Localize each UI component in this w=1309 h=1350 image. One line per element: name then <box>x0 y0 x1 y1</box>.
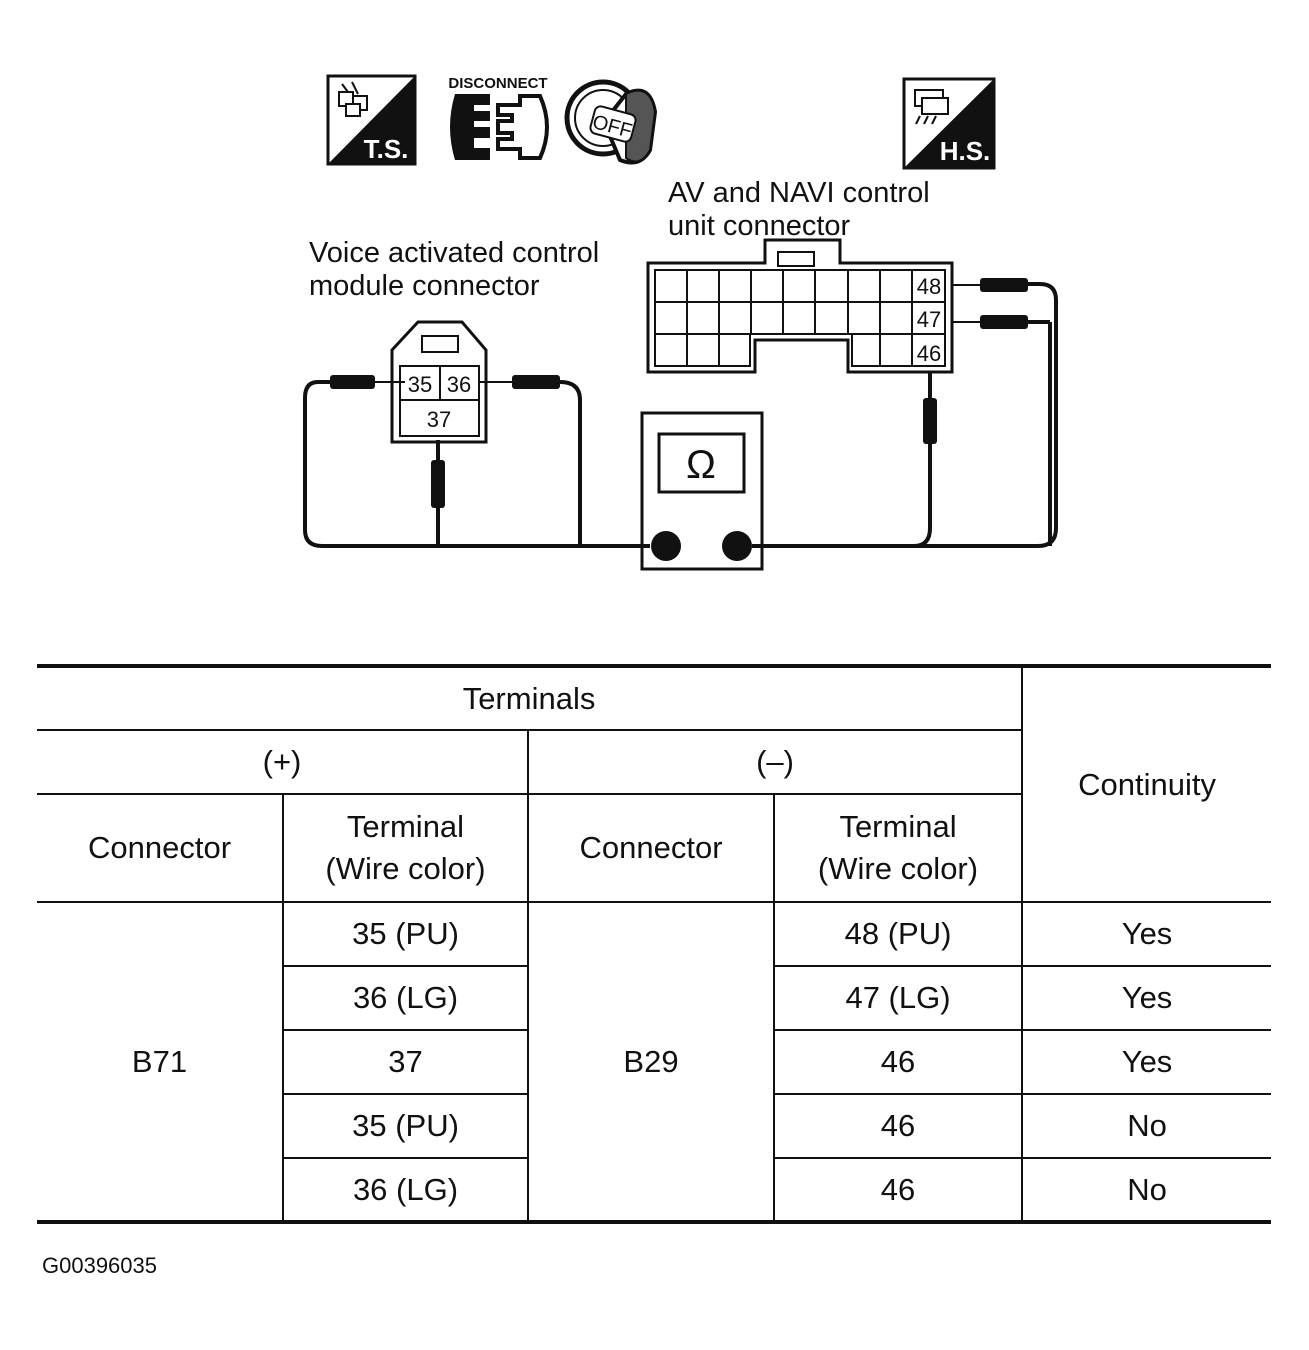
av-pin-46: 46 <box>917 341 941 366</box>
vacm-connector: 35 36 37 <box>390 320 488 444</box>
continuity-cell: Yes <box>1021 901 1272 967</box>
minus-connector-header: Connector <box>527 793 775 903</box>
continuity-cell: No <box>1021 1157 1272 1223</box>
continuity-cell: Yes <box>1021 965 1272 1031</box>
plus-header: (+) <box>37 729 529 795</box>
ohmmeter: Ω <box>640 411 764 571</box>
plus-terminal-cell: 36 (LG) <box>283 965 529 1031</box>
ts-badge-label: T.S. <box>364 134 409 164</box>
continuity-cell: No <box>1021 1093 1272 1159</box>
ohm-symbol: Ω <box>686 443 716 487</box>
minus-terminal-header-line2: (Wire color) <box>817 851 979 886</box>
av-pin-48: 48 <box>917 274 941 299</box>
continuity-header: Continuity <box>1021 665 1272 903</box>
ts-badge-icon: T.S. <box>326 74 417 166</box>
plus-terminal-header-line1: Terminal <box>346 809 465 844</box>
table-row: 36 (LG) 47 (LG) Yes <box>37 965 1272 1031</box>
minus-terminal-header: Terminal (Wire color) <box>772 793 1023 903</box>
minus-terminal-header-line1: Terminal <box>839 809 957 844</box>
continuity-table: Terminals Continuity (+) (–) Connector T… <box>37 664 1272 1224</box>
vacm-pin-37: 37 <box>427 407 451 432</box>
av-navi-connector: 48 47 46 <box>646 238 954 374</box>
plus-terminal-cell: 35 (PU) <box>283 1093 529 1159</box>
terminals-header: Terminals <box>37 665 1024 731</box>
minus-terminal-cell: 48 (PU) <box>772 901 1024 967</box>
vacm-pin-36: 36 <box>447 372 471 397</box>
av-pin-47: 47 <box>917 307 941 332</box>
minus-terminal-cell: 46 <box>772 1093 1024 1159</box>
table-row: 36 (LG) 46 No <box>37 1157 1272 1223</box>
plus-connector-cell: B71 <box>37 901 284 1223</box>
minus-terminal-cell: 47 (LG) <box>772 965 1024 1031</box>
plus-terminal-cell: 37 <box>283 1029 529 1095</box>
table-row: 37 46 Yes <box>37 1029 1272 1095</box>
vacm-label-line2: module connector <box>309 270 540 302</box>
meter-terminal-minus <box>722 531 752 561</box>
table-row: B71 35 (PU) B29 48 (PU) Yes <box>37 901 1272 1223</box>
plus-connector-header: Connector <box>37 793 284 903</box>
ignition-off-icon: OFF <box>564 79 658 165</box>
plus-terminal-cell: 36 (LG) <box>283 1157 529 1223</box>
figure-id: G00396035 <box>42 1253 157 1278</box>
table-row: 35 (PU) 46 No <box>37 1093 1272 1159</box>
plus-terminal-header-line2: (Wire color) <box>325 851 486 886</box>
minus-terminal-cell: 46 <box>772 1157 1024 1223</box>
disconnect-icon: DISCONNECT <box>448 75 549 160</box>
disconnect-label: DISCONNECT <box>448 75 547 92</box>
minus-connector-cell: B29 <box>527 901 775 1223</box>
continuity-cell: Yes <box>1021 1029 1272 1095</box>
av-navi-label-line2: unit connector <box>668 210 851 242</box>
plus-terminal-header: Terminal (Wire color) <box>282 793 529 903</box>
meter-terminal-plus <box>651 531 681 561</box>
hs-badge-label: H.S. <box>940 136 991 166</box>
minus-terminal-cell: 46 <box>772 1029 1024 1095</box>
hs-badge-icon: H.S. <box>902 77 996 170</box>
plus-terminal-cell: 35 (PU) <box>282 901 529 967</box>
minus-header: (–) <box>526 729 1023 795</box>
probe-tips <box>330 278 1028 508</box>
vacm-pin-35: 35 <box>408 372 432 397</box>
vacm-label-line1: Voice activated control <box>309 237 599 269</box>
av-navi-label-line1: AV and NAVI control <box>668 177 930 209</box>
continuity-test-diagram: T.S. DISCONNECT OFF H.S. AV and NAVI con… <box>303 74 1058 571</box>
